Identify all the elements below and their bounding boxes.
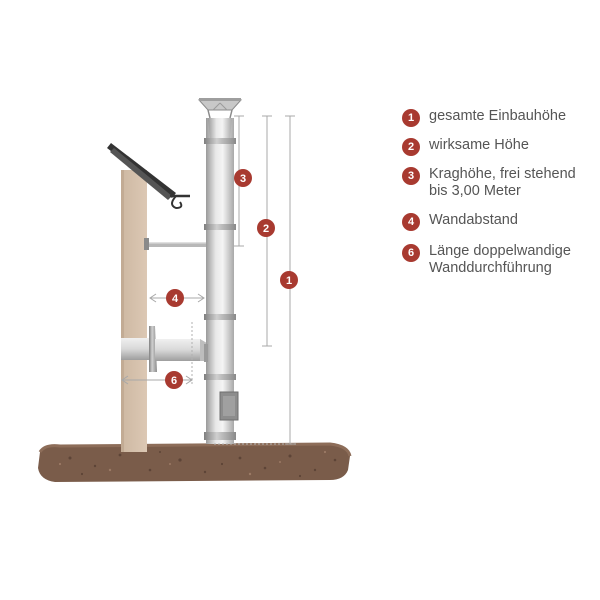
legend-item-total-height: 1 gesamte Einbauhöhe: [402, 108, 592, 127]
wall-passthrough-pipe: [121, 326, 212, 372]
legend-text: Kraghöhe, frei stehend bis 3,00 Meter: [429, 166, 576, 199]
legend-badge: 6: [402, 244, 420, 262]
legend-badge: 1: [402, 109, 420, 127]
svg-text:2: 2: [263, 223, 269, 235]
svg-text:6: 6: [171, 375, 177, 387]
legend: 1 gesamte Einbauhöhe 2 wirksame Höhe 3 K…: [402, 108, 592, 287]
legend-text: Länge doppelwandige Wanddurchführung: [429, 243, 571, 276]
legend-item-wall-distance: 4 Wandabstand: [402, 212, 592, 231]
legend-item-cantilever-height: 3 Kraghöhe, frei stehend bis 3,00 Meter: [402, 166, 592, 200]
gutter: [170, 194, 190, 210]
ground-soil: [38, 442, 352, 482]
rain-cap: [197, 98, 243, 119]
legend-badge: 3: [402, 167, 420, 185]
svg-text:4: 4: [172, 293, 179, 305]
badge-1: 1: [280, 271, 298, 289]
badge-4: 4: [166, 289, 184, 307]
legend-text: Wandabstand: [429, 212, 518, 228]
badge-3: 3: [234, 169, 252, 187]
wall-bracket: [144, 238, 207, 250]
legend-badge: 2: [402, 138, 420, 156]
legend-text: wirksame Höhe: [429, 137, 529, 153]
legend-item-passthrough-length: 6 Länge doppelwandige Wanddurchführung: [402, 243, 592, 277]
wall-edge: [121, 170, 124, 452]
roof-eave: [107, 143, 176, 200]
house-wall: [121, 170, 147, 452]
legend-text: gesamte Einbauhöhe: [429, 108, 567, 124]
legend-badge: 4: [402, 213, 420, 231]
badge-2: 2: [257, 219, 275, 237]
svg-text:1: 1: [286, 275, 292, 287]
legend-item-effective-height: 2 wirksame Höhe: [402, 137, 592, 156]
badge-6: 6: [165, 371, 183, 389]
chimney-pipe: [204, 118, 239, 444]
svg-text:3: 3: [240, 173, 246, 185]
